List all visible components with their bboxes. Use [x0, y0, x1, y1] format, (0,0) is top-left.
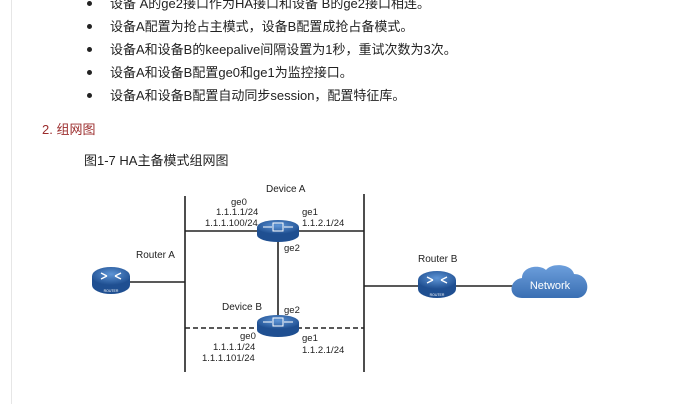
bullet-dot	[87, 24, 92, 29]
network-label: Network	[530, 280, 571, 292]
bullet-dot	[87, 47, 92, 52]
device-b-ge1: ge1	[302, 333, 318, 344]
router-b-badge: ROUTER	[430, 293, 445, 297]
device-b-icon	[257, 315, 299, 337]
device-a-label: Device A	[266, 184, 306, 195]
bullet-item: 设备A和设备B配置自动同步session，配置特征库。	[0, 84, 693, 107]
bullet-text: 设备A和设备B配置自动同步session，配置特征库。	[110, 88, 406, 103]
bullet-item: 设备A和设备B配置ge0和ge1为监控接口。	[0, 61, 693, 84]
router-a-icon: ROUTER	[92, 267, 130, 294]
figure-caption: 图1-7 HA主备模式组网图	[84, 153, 229, 168]
bullet-item: 设备A和设备B的keepalive间隔设置为1秒，重试次数为3次。	[0, 38, 693, 61]
bullet-text: 设备A和设备B的keepalive间隔设置为1秒，重试次数为3次。	[110, 42, 457, 57]
device-b-ge1-ip: 1.1.2.1/24	[302, 345, 344, 356]
device-b-ge0-ip2: 1.1.1.101/24	[202, 353, 255, 364]
left-page-border	[11, 0, 12, 404]
bullet-dot	[87, 1, 92, 6]
router-b-label: Router B	[418, 254, 458, 265]
device-a-icon	[257, 220, 299, 242]
device-a-ge2: ge2	[284, 243, 300, 254]
device-a-ge0-ip2: 1.1.1.100/24	[205, 218, 258, 229]
bullet-item: 设备A配置为抢占主模式，设备B配置成抢占备模式。	[0, 15, 693, 38]
router-a-label: Router A	[136, 250, 175, 261]
bullet-list: 设备 A的ge2接口作为HA接口和设备 B的ge2接口相连。 设备A配置为抢占主…	[0, 0, 693, 107]
device-b-label: Device B	[222, 302, 262, 313]
device-a-ge0-ip1: 1.1.1.1/24	[216, 207, 258, 218]
device-a-ge1-ip: 1.1.2.1/24	[302, 218, 344, 229]
bullet-text: 设备A配置为抢占主模式，设备B配置成抢占备模式。	[110, 19, 414, 34]
device-b-ge0-ip1: 1.1.1.1/24	[213, 342, 255, 353]
router-b-icon: ROUTER	[418, 271, 456, 298]
device-a-ge1: ge1	[302, 207, 318, 218]
network-cloud-icon: Network	[511, 265, 588, 298]
device-b-ge2: ge2	[284, 305, 300, 316]
bullet-dot	[87, 70, 92, 75]
bullet-text: 设备 A的ge2接口作为HA接口和设备 B的ge2接口相连。	[110, 0, 431, 11]
bullet-text: 设备A和设备B配置ge0和ge1为监控接口。	[110, 65, 353, 80]
device-b-ge0: ge0	[240, 331, 256, 342]
bullet-item: 设备 A的ge2接口作为HA接口和设备 B的ge2接口相连。	[0, 0, 693, 15]
device-a-ge0: ge0	[231, 197, 247, 208]
router-a-badge: ROUTER	[104, 289, 119, 293]
bullet-dot	[87, 93, 92, 98]
section-heading: 2. 组网图	[42, 122, 96, 137]
